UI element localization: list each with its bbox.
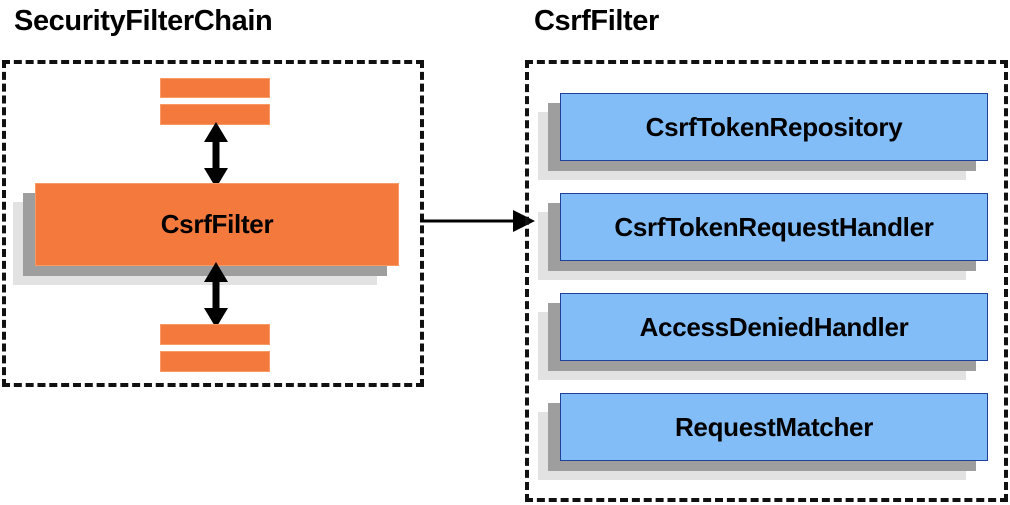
- card-face: RequestMatcher: [560, 393, 988, 461]
- arrow-up-down-top-icon: [204, 122, 228, 188]
- card-csrftokenrepository: CsrfTokenRepository: [538, 93, 988, 180]
- card-label-requestmatcher: RequestMatcher: [674, 411, 874, 442]
- container-securityfilterchain: [2, 60, 424, 387]
- filter-bar-below-2: [160, 351, 270, 372]
- card-label-csrftokenrequesthandler: CsrfTokenRequestHandler: [614, 211, 934, 242]
- card-label-csrffilter-main: CsrfFilter: [160, 209, 274, 239]
- card-csrffilter-main: CsrfFilter: [13, 183, 399, 285]
- card-face: CsrfTokenRequestHandler: [560, 193, 988, 261]
- arrow-right-link-icon: [420, 210, 535, 232]
- panel-title-securityfilterchain: SecurityFilterChain: [14, 5, 273, 37]
- card-face: CsrfFilter: [35, 183, 399, 266]
- filter-bar-below-1: [160, 324, 270, 345]
- card-face: AccessDeniedHandler: [560, 293, 988, 361]
- panel-title-csrffilter: CsrfFilter: [534, 5, 659, 37]
- arrow-up-down-bottom-icon: [204, 262, 228, 328]
- card-accessdeniedhandler: AccessDeniedHandler: [538, 293, 988, 380]
- card-csrftokenrequesthandler: CsrfTokenRequestHandler: [538, 193, 988, 280]
- card-label-accessdeniedhandler: AccessDeniedHandler: [639, 311, 909, 342]
- card-requestmatcher: RequestMatcher: [538, 393, 988, 480]
- container-csrffilter: [525, 60, 1008, 502]
- card-label-csrftokenrepository: CsrfTokenRepository: [645, 111, 903, 142]
- filter-bar-above-1: [160, 78, 270, 98]
- card-face: CsrfTokenRepository: [560, 93, 988, 161]
